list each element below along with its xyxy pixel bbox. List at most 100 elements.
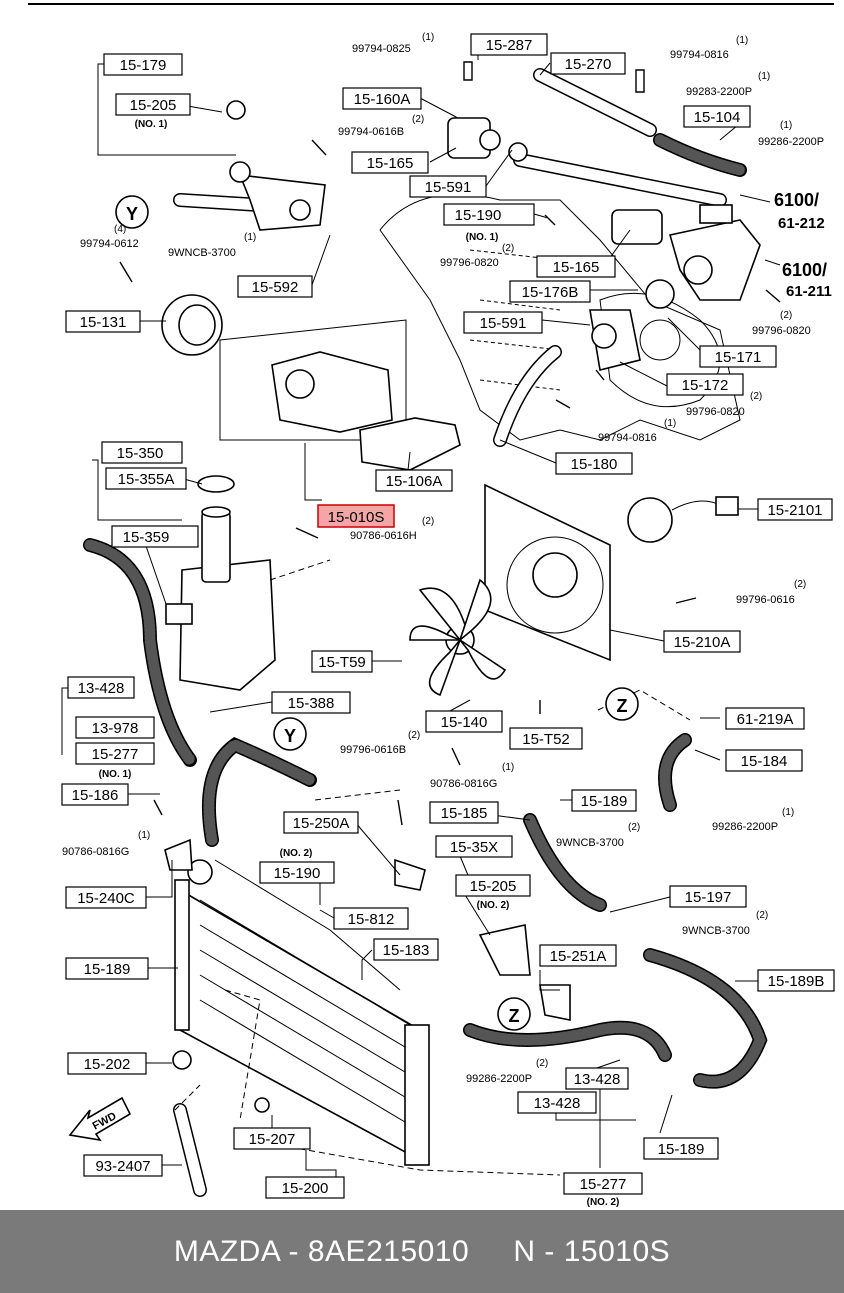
qty-p19: (2): [756, 910, 768, 921]
partno-90786-0616h: 90786-0616H: [350, 530, 417, 542]
reservoir-tank: [83, 475, 276, 767]
qty-p6: (4): [114, 224, 126, 235]
highlighted-part-box: [317, 504, 395, 528]
label-15-010s: 15-010S: [328, 509, 385, 526]
label-15-240c: 15-240C: [77, 890, 135, 907]
gasket-inset: [219, 319, 461, 471]
label-15-287: 15-287: [486, 37, 533, 54]
label-15-202: 15-202: [84, 1056, 131, 1073]
label-15-183: 15-183: [383, 942, 430, 959]
qty-p5: (1): [780, 120, 792, 131]
label-13-428-left: 13-428: [78, 680, 125, 697]
thermostat-housing: [611, 204, 761, 301]
part-numbers: (1) 99794-0825 (1) 99794-0816 (1) 99283-…: [62, 32, 824, 1085]
label-15-35x: 15-35X: [450, 839, 498, 856]
label-15-t59: 15-T59: [318, 654, 366, 671]
label-15-250a: 15-250A: [293, 815, 350, 832]
label-15-190-no1-sub: (NO. 1): [466, 232, 499, 243]
ref-6100-lower: 6100/: [782, 260, 827, 280]
label-13-978: 13-978: [92, 720, 139, 737]
label-15-591-lower: 15-591: [480, 315, 527, 332]
ref-6100-upper: 6100/: [774, 190, 819, 210]
label-93-2407: 93-2407: [95, 1158, 150, 1175]
label-15-185: 15-185: [441, 805, 488, 822]
qty-p9: (2): [780, 310, 792, 321]
qty-p13: (2): [794, 579, 806, 590]
partno-99283-2200p: 99283-2200P: [686, 86, 752, 98]
qty-p7: (1): [244, 232, 256, 243]
lower-radiator-hoses: [463, 733, 768, 1089]
partno-99286-2200p-upper: 99286-2200P: [758, 136, 824, 148]
label-15-190-no1: 15-190: [455, 207, 502, 224]
qty-p11: (1): [664, 418, 676, 429]
y-marker-1: Y: [126, 204, 138, 224]
thermostat: [589, 279, 675, 371]
label-15-106a: 15-106A: [386, 473, 443, 490]
partno-99794-0816-upper: 99794-0816: [670, 49, 729, 61]
label-15-277-no2-sub: (NO. 2): [587, 1197, 620, 1208]
label-13-428-lower: 13-428: [534, 1095, 581, 1112]
label-15-104: 15-104: [694, 109, 741, 126]
label-15-270: 15-270: [565, 56, 612, 73]
label-15-355a: 15-355A: [118, 471, 175, 488]
label-15-388: 15-388: [288, 695, 335, 712]
y-marker-2: Y: [284, 726, 296, 746]
label-15-251a: 15-251A: [550, 948, 607, 965]
label-15-2101: 15-2101: [767, 502, 822, 519]
label-61-219a: 61-219A: [737, 711, 794, 728]
partno-9wncb-3700-upper: 9WNCB-3700: [168, 247, 236, 259]
fan-shroud: [484, 483, 739, 662]
water-outlet: [447, 117, 528, 162]
partno-90786-0816g-upper: 90786-0816G: [430, 778, 497, 790]
qty-p1: (1): [422, 32, 434, 43]
qty-p3: (1): [758, 71, 770, 82]
partno-99794-0612: 99794-0612: [80, 238, 139, 250]
footer-brand-part: MAZDA - 8AE215010: [173, 1234, 470, 1268]
ref-61-212: 61-212: [778, 215, 825, 232]
label-15-131: 15-131: [80, 314, 127, 331]
label-15-165-lower: 15-165: [553, 259, 600, 276]
label-15-165-upper: 15-165: [367, 155, 414, 172]
partno-99796-0616: 99796-0616: [736, 594, 795, 606]
qty-p2: (1): [736, 35, 748, 46]
partno-99796-0820-upper: 99796-0820: [440, 257, 499, 269]
seal-15-131: [161, 294, 223, 356]
qty-p15: (1): [502, 762, 514, 773]
qty-p18: (1): [138, 830, 150, 841]
partno-90786-0816g-left: 90786-0816G: [62, 846, 129, 858]
label-15-189-lower: 15-189: [658, 1141, 705, 1158]
label-15-197: 15-197: [685, 889, 732, 906]
label-15-189-upper: 15-189: [581, 793, 628, 810]
label-15-210a: 15-210A: [674, 634, 731, 651]
label-15-171: 15-171: [715, 349, 762, 366]
label-13-428-mid: 13-428: [574, 1071, 621, 1088]
parts-diagram: Y Y Z Z FWD 6100/ 61-212 6100/ 61-211 15…: [28, 3, 835, 1208]
radiator: [172, 859, 430, 1166]
partno-99794-0825: 99794-0825: [352, 43, 411, 55]
upper-radiator-hose: [201, 737, 317, 847]
qty-p12: (2): [422, 516, 434, 527]
partno-99794-0816-lower: 99794-0816: [598, 432, 657, 444]
label-15-207: 15-207: [249, 1131, 296, 1148]
partno-99286-2200p-lower: 99286-2200P: [466, 1073, 532, 1085]
qty-p8: (2): [502, 243, 514, 254]
z-marker-1: Z: [617, 696, 628, 716]
label-15-186: 15-186: [72, 787, 119, 804]
water-pipe-15-270: [513, 68, 747, 207]
label-15-190-no2: 15-190: [274, 865, 321, 882]
label-15-176b: 15-176B: [522, 284, 579, 301]
qty-p10: (2): [750, 391, 762, 402]
water-inlet-pipe: [493, 345, 562, 447]
qty-p4: (2): [412, 114, 424, 125]
label-15-812: 15-812: [348, 911, 395, 928]
partno-99794-0616b: 99794-0616B: [338, 126, 404, 138]
bypass-pipe: [173, 100, 326, 231]
label-boxes: 15-179 15-205 (NO. 1) 15-287 15-270 15-1…: [61, 33, 835, 1208]
label-15-184: 15-184: [741, 753, 788, 770]
label-15-189b: 15-189B: [768, 973, 825, 990]
label-15-140: 15-140: [441, 714, 488, 731]
cooling-fan: [409, 578, 507, 697]
label-15-591-upper: 15-591: [425, 179, 472, 196]
ref-61-211: 61-211: [786, 283, 832, 300]
label-15-t52: 15-T52: [522, 731, 570, 748]
